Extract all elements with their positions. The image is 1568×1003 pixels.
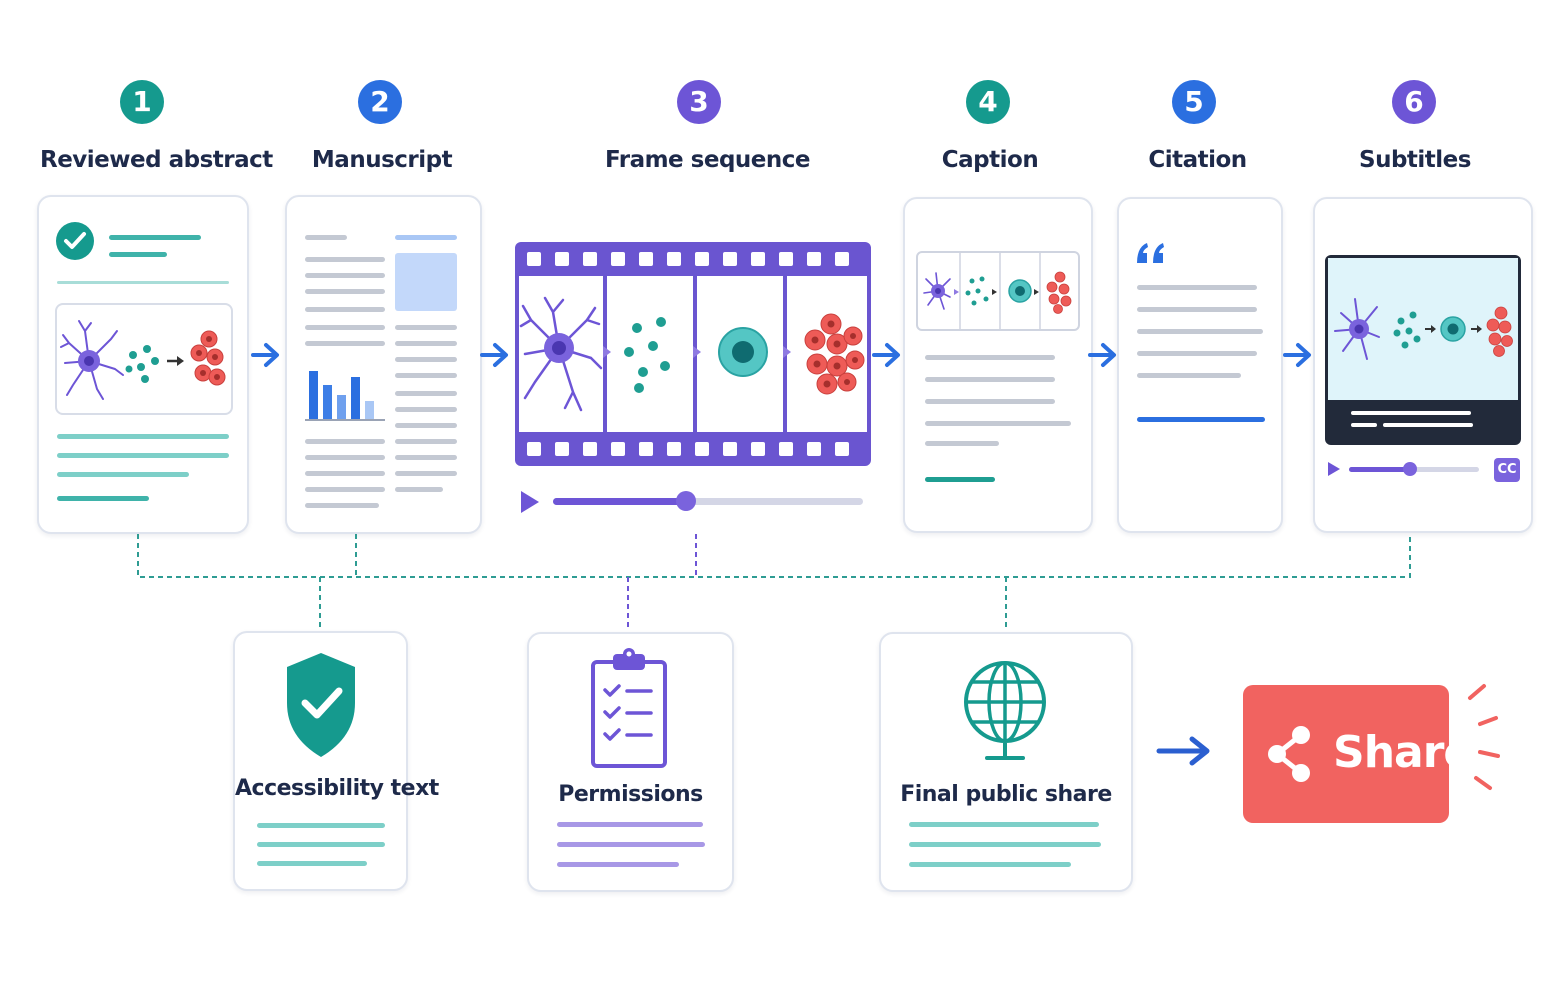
subtitles-play-icon[interactable] bbox=[1327, 461, 1341, 477]
citation-card bbox=[1117, 197, 1283, 533]
step-6-badge: 6 bbox=[1392, 80, 1436, 124]
permissions-card: Permissions bbox=[527, 632, 734, 892]
step-3-label: Frame sequence bbox=[604, 147, 811, 173]
closed-captions-icon[interactable]: CC bbox=[1494, 458, 1520, 482]
shield-check-icon bbox=[287, 653, 355, 757]
frame-sequence-progress-track[interactable] bbox=[553, 498, 863, 505]
manuscript-card bbox=[285, 195, 482, 534]
filmstrip bbox=[515, 242, 871, 466]
caption-card bbox=[903, 197, 1093, 533]
frame-sequence-progress-fill bbox=[553, 498, 687, 505]
flow-arrow-4 bbox=[1088, 343, 1116, 367]
final-public-share-label: Final public share bbox=[900, 782, 1112, 807]
final-public-share-card: Final public share bbox=[879, 632, 1133, 892]
play-icon[interactable] bbox=[519, 489, 541, 515]
subtitles-progress-fill bbox=[1349, 467, 1409, 472]
abstract-figure bbox=[55, 303, 233, 415]
share-burst-lines bbox=[1468, 684, 1500, 790]
step-6-label: Subtitles bbox=[1359, 147, 1471, 173]
permissions-label: Permissions bbox=[558, 782, 703, 807]
share-button-label: Share bbox=[1333, 727, 1473, 778]
clipboard-checklist-icon bbox=[591, 648, 667, 768]
accessibility-text-card: Accessibility text bbox=[233, 631, 439, 891]
step-5-label: Citation bbox=[1148, 147, 1247, 173]
step-4-badge: 4 bbox=[966, 80, 1010, 124]
reviewed-abstract-card bbox=[37, 195, 249, 534]
flow-arrow-share bbox=[1156, 736, 1210, 766]
video-player-screen bbox=[1325, 255, 1521, 445]
flow-arrow-2 bbox=[480, 343, 508, 367]
step-4-label: Caption bbox=[941, 147, 1039, 173]
step-3-badge: 3 bbox=[677, 80, 721, 124]
step-1-badge: 1 bbox=[120, 80, 164, 124]
quote-icon bbox=[1137, 243, 1164, 263]
accessibility-text-label: Accessibility text bbox=[235, 776, 439, 801]
flow-arrow-1 bbox=[251, 343, 279, 367]
step-1-label: Reviewed abstract bbox=[40, 147, 273, 173]
step-2-label: Manuscript bbox=[311, 147, 453, 173]
bar-chart-icon bbox=[305, 371, 385, 421]
share-icon bbox=[1268, 726, 1310, 782]
subtitles-card: CC bbox=[1313, 197, 1533, 533]
check-circle-icon bbox=[56, 222, 94, 260]
step-2-badge: 2 bbox=[358, 80, 402, 124]
caption-thumbnail-strip bbox=[916, 251, 1080, 331]
step-5-badge: 5 bbox=[1172, 80, 1216, 124]
flow-arrow-3 bbox=[872, 343, 900, 367]
share-button[interactable]: Share bbox=[1243, 685, 1473, 823]
frame-sequence-scrubber[interactable] bbox=[676, 491, 696, 511]
manuscript-image-placeholder bbox=[395, 253, 457, 311]
globe-icon bbox=[964, 661, 1046, 760]
subtitles-scrubber[interactable] bbox=[1403, 462, 1417, 476]
flow-arrow-5 bbox=[1283, 343, 1311, 367]
dashed-connectors bbox=[137, 534, 1411, 630]
